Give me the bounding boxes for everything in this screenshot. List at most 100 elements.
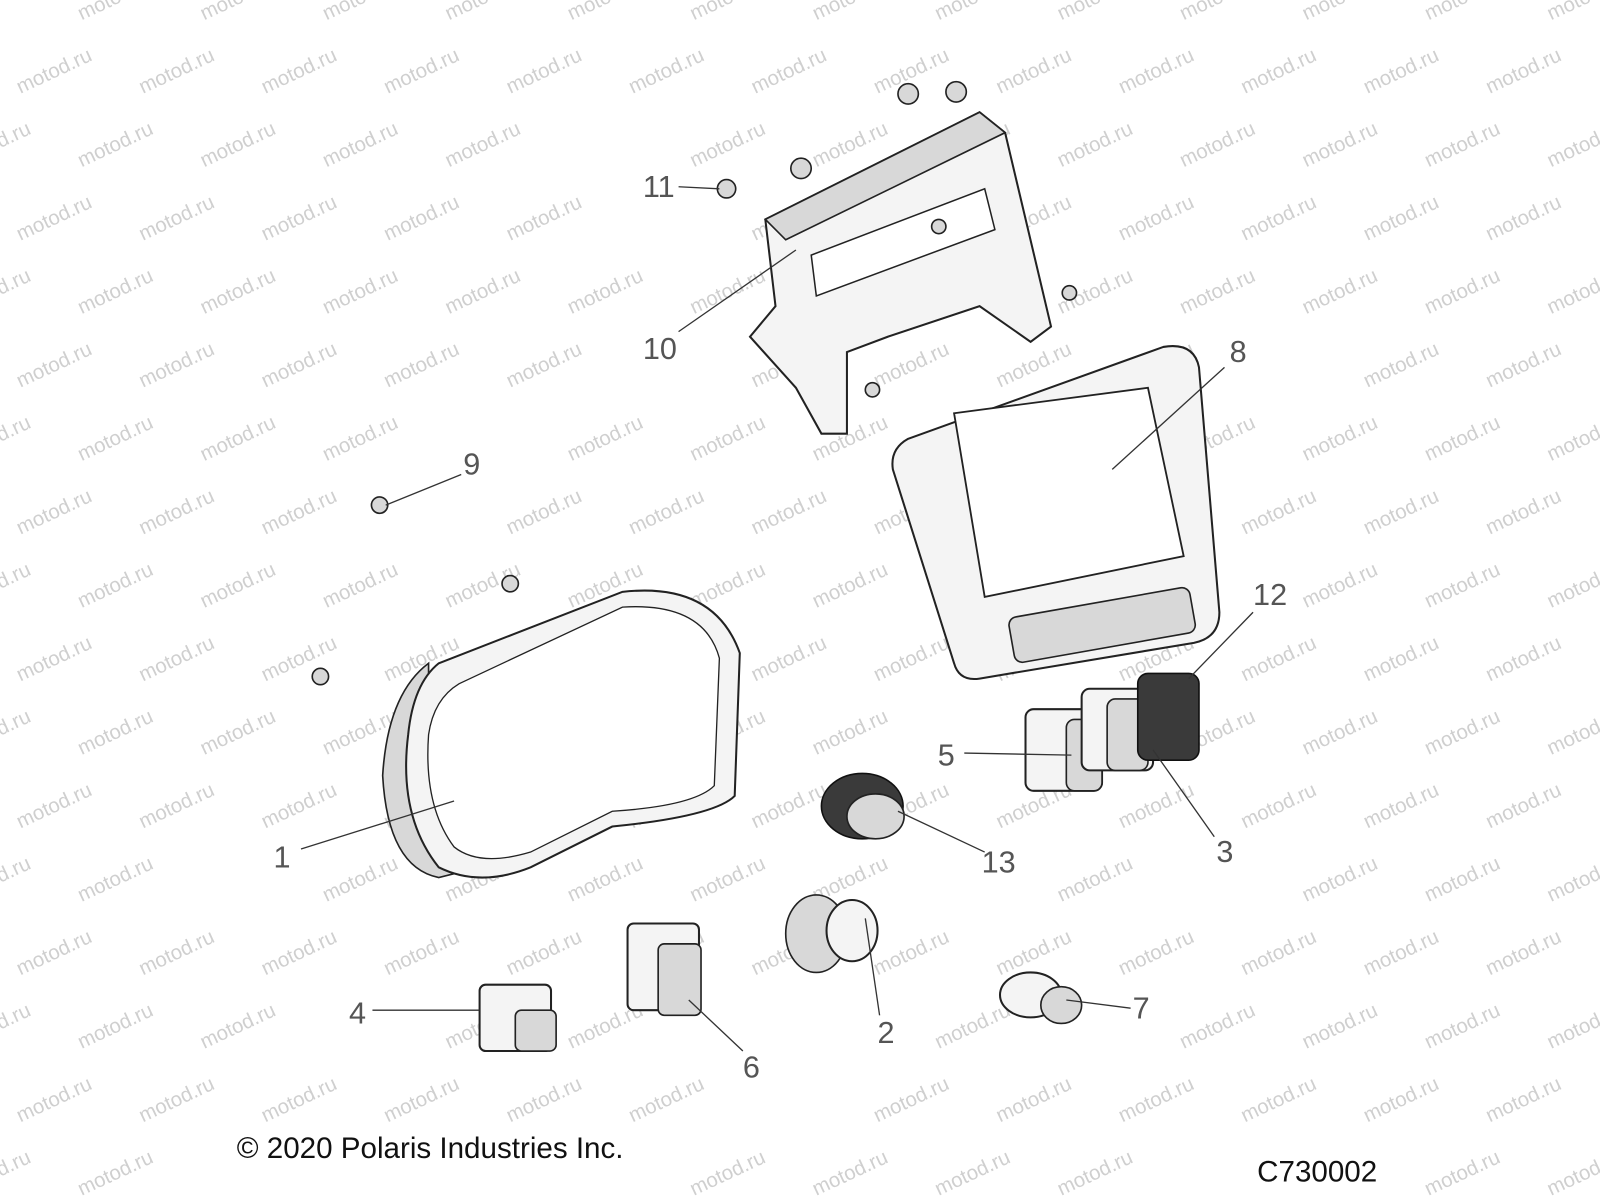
watermark-text: motod.ru <box>442 118 524 172</box>
watermark-text: motod.ru <box>1299 118 1381 172</box>
watermark-text: motod.ru <box>1544 706 1600 760</box>
watermark-text: motod.ru <box>1421 706 1503 760</box>
watermark-text: motod.ru <box>381 1073 463 1127</box>
watermark-text: motod.ru <box>13 338 95 392</box>
watermark-text: motod.ru <box>687 412 769 466</box>
watermark-text: motod.ru <box>13 485 95 539</box>
callout-8: 8 <box>1230 335 1247 369</box>
watermark-text: motod.ru <box>258 1073 340 1127</box>
watermark-text: motod.ru <box>1421 412 1503 466</box>
watermark-text: motod.ru <box>13 1073 95 1127</box>
watermark-text: motod.ru <box>197 118 279 172</box>
watermark-text: motod.ru <box>870 338 952 392</box>
watermark-text: motod.ru <box>442 0 524 25</box>
watermark-text: motod.ru <box>1054 853 1136 907</box>
watermark-text: motod.ru <box>136 44 218 98</box>
callout-6: 6 <box>743 1051 760 1085</box>
watermark-text: motod.ru <box>870 1073 952 1127</box>
watermark-text: motod.ru <box>870 926 952 980</box>
callout-4: 4 <box>349 996 366 1030</box>
watermark-text: motod.ru <box>1483 926 1565 980</box>
watermark-text: motod.ru <box>1299 706 1381 760</box>
watermark-text: motod.ru <box>0 1147 34 1200</box>
watermark-text: motod.ru <box>1421 1000 1503 1054</box>
watermark-text: motod.ru <box>1483 779 1565 833</box>
watermark-text: motod.ru <box>74 1000 156 1054</box>
watermark-text: motod.ru <box>136 926 218 980</box>
watermark-text: motod.ru <box>1299 559 1381 613</box>
leader-lines <box>300 186 1254 1052</box>
watermark-text: motod.ru <box>1115 779 1197 833</box>
watermark-text: motod.ru <box>258 926 340 980</box>
watermark-text: motod.ru <box>1176 0 1258 25</box>
watermark-text: motod.ru <box>0 0 34 25</box>
watermark-text: motod.ru <box>1238 926 1320 980</box>
watermark-text: motod.ru <box>136 779 218 833</box>
watermark-text: motod.ru <box>1544 853 1600 907</box>
part-pins <box>311 496 520 686</box>
watermark-text: motod.ru <box>687 118 769 172</box>
watermark-text: motod.ru <box>1544 1000 1600 1054</box>
watermark-text: motod.ru <box>1360 632 1442 686</box>
watermark-text: motod.ru <box>0 412 34 466</box>
watermark-text: motod.ru <box>0 118 34 172</box>
watermark-text: motod.ru <box>74 706 156 760</box>
watermark-text: motod.ru <box>1299 0 1381 25</box>
watermark-text: motod.ru <box>13 632 95 686</box>
watermark-text: motod.ru <box>0 1000 34 1054</box>
watermark-text: motod.ru <box>503 926 585 980</box>
watermark-text: motod.ru <box>319 559 401 613</box>
watermark-text: motod.ru <box>1054 118 1136 172</box>
watermark-text: motod.ru <box>1421 1147 1503 1200</box>
watermark-text: motod.ru <box>1115 926 1197 980</box>
watermark-text: motod.ru <box>258 779 340 833</box>
watermark-text: motod.ru <box>687 265 769 319</box>
watermark-text: motod.ru <box>1483 338 1565 392</box>
callout-7: 7 <box>1133 991 1150 1025</box>
watermark-text: motod.ru <box>1054 1147 1136 1200</box>
part-gauge-cluster <box>381 589 741 879</box>
watermark-text: motod.ru <box>625 44 707 98</box>
watermark-text: motod.ru <box>74 412 156 466</box>
part-switch-6 <box>626 922 702 1017</box>
watermark-text: motod.ru <box>1483 44 1565 98</box>
callout-11: 11 <box>643 170 675 204</box>
watermark-text: motod.ru <box>136 338 218 392</box>
watermark-text: motod.ru <box>564 853 646 907</box>
watermark-text: motod.ru <box>1421 118 1503 172</box>
watermark-text: motod.ru <box>74 0 156 25</box>
watermark-text: motod.ru <box>1238 485 1320 539</box>
watermark-text: motod.ru <box>1544 559 1600 613</box>
watermark-text: motod.ru <box>1544 0 1600 25</box>
watermark-text: motod.ru <box>319 0 401 25</box>
watermark-text: motod.ru <box>1421 853 1503 907</box>
watermark-text: motod.ru <box>1115 191 1197 245</box>
watermark-text: motod.ru <box>1115 44 1197 98</box>
part-bracket <box>748 111 1053 435</box>
part-switch-4 <box>478 983 557 1053</box>
watermark-text: motod.ru <box>748 779 830 833</box>
watermark-text: motod.ru <box>258 44 340 98</box>
watermark-text: motod.ru <box>503 338 585 392</box>
watermark-text: motod.ru <box>136 485 218 539</box>
watermark-text: motod.ru <box>136 191 218 245</box>
watermark-text: motod.ru <box>1544 265 1600 319</box>
watermark-text: motod.ru <box>1544 412 1600 466</box>
watermark-text: motod.ru <box>136 632 218 686</box>
watermark-text: motod.ru <box>74 853 156 907</box>
watermark-text: motod.ru <box>1483 1073 1565 1127</box>
foreground-text: 1 2 3 4 5 6 7 8 9 10 11 12 13 © 2020 Pol… <box>237 170 1377 1189</box>
callout-13: 13 <box>982 845 1016 879</box>
watermark-text: motod.ru <box>319 118 401 172</box>
watermark-text: motod.ru <box>1238 191 1320 245</box>
diagram-code: C730002 <box>1257 1156 1377 1189</box>
watermark-text: motod.ru <box>932 1000 1014 1054</box>
watermark-text: motod.ru <box>687 853 769 907</box>
watermark-text: motod.ru <box>0 853 34 907</box>
part-power-socket <box>820 772 905 840</box>
watermark-text: motod.ru <box>136 1073 218 1127</box>
watermark-text: motod.ru <box>1483 191 1565 245</box>
watermark-text: motod.ru <box>564 265 646 319</box>
watermark-text: motod.ru <box>1238 44 1320 98</box>
